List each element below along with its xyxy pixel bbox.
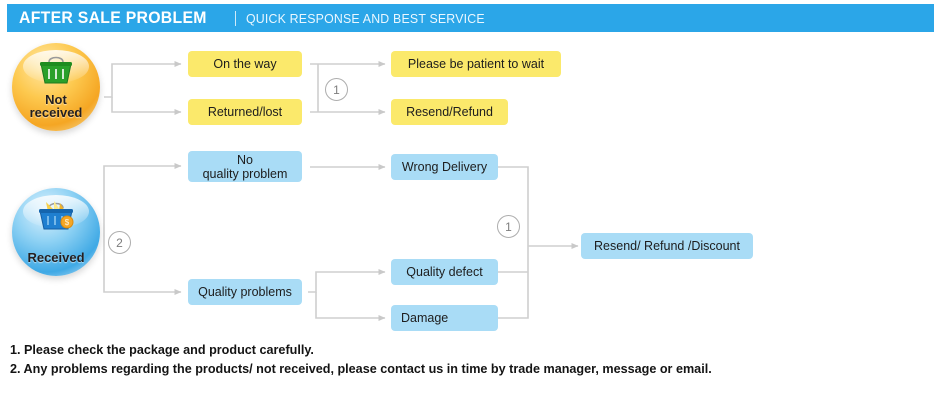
- shopping-basket-full-icon: $: [34, 198, 78, 239]
- footer-note-2: 2. Any problems regarding the products/ …: [10, 360, 712, 376]
- footer-notes: 1. Please check the package and product …: [10, 341, 930, 379]
- node-label-line2: received: [29, 104, 83, 120]
- node-received: $ Received: [12, 188, 100, 276]
- footer-note-1: 1. Please check the package and product …: [10, 342, 314, 357]
- box-no-quality-problem[interactable]: No quality problem: [188, 151, 302, 182]
- shopping-basket-icon: [36, 53, 76, 92]
- box-please-be-patient-to-wait[interactable]: Please be patient to wait: [391, 51, 561, 77]
- node-label-line1: Not: [45, 91, 67, 107]
- node-not-received-label: Not received: [29, 91, 83, 120]
- header-subtitle: QUICK RESPONSE AND BEST SERVICE: [245, 10, 485, 26]
- box-returned-lost[interactable]: Returned/lost: [188, 99, 302, 125]
- page-title: AFTER SALE PROBLEM: [19, 8, 207, 27]
- after-sale-flowchart: Not received $ Received: [0, 33, 941, 338]
- step-marker-bottom-2: 2: [108, 231, 131, 254]
- node-received-label: Received: [27, 249, 85, 265]
- box-quality-defect[interactable]: Quality defect: [391, 259, 498, 285]
- box-resend-refund[interactable]: Resend/Refund: [391, 99, 508, 125]
- box-label-line1: No: [237, 152, 253, 167]
- box-resend-refund-discount[interactable]: Resend/ Refund /Discount: [581, 233, 753, 259]
- box-label-line2: quality problem: [202, 166, 288, 181]
- svg-text:$: $: [65, 218, 70, 227]
- box-damage[interactable]: Damage: [391, 305, 498, 331]
- connector-layer: [103, 61, 579, 321]
- box-wrong-delivery[interactable]: Wrong Delivery: [391, 154, 498, 180]
- step-marker-top-1: 1: [325, 78, 348, 101]
- node-not-received: Not received: [12, 43, 100, 131]
- box-quality-problems[interactable]: Quality problems: [188, 279, 302, 305]
- header-divider: [234, 10, 236, 26]
- step-marker-bottom-1: 1: [497, 215, 520, 238]
- header-banner: AFTER SALE PROBLEM QUICK RESPONSE AND BE…: [7, 4, 934, 32]
- box-on-the-way[interactable]: On the way: [188, 51, 302, 77]
